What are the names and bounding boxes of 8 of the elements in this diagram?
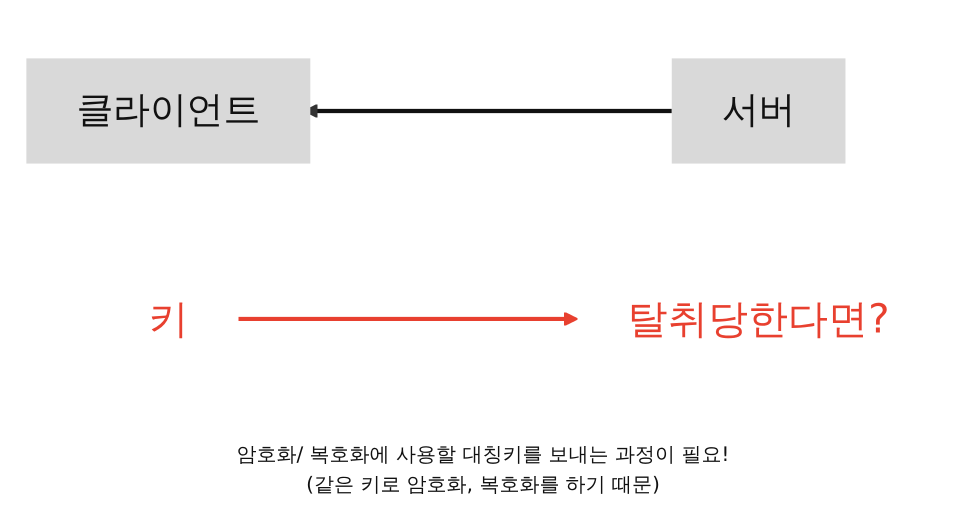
node-text: 키	[148, 296, 188, 343]
note-text: 암호화/ 복호화에 사용할 대칭키를 보내는 과정이 필요!	[236, 441, 730, 468]
arrow	[238, 312, 578, 327]
flow-diagram: 클라이언트 서버 키 탈취당한다면?	[13, 45, 953, 388]
node-box	[26, 58, 310, 164]
node-text: 탈취당한다면?	[628, 296, 890, 343]
node-box	[672, 58, 846, 164]
note-text: (같은 키로 암호화, 복호화를 하기 때문)	[305, 471, 661, 498]
